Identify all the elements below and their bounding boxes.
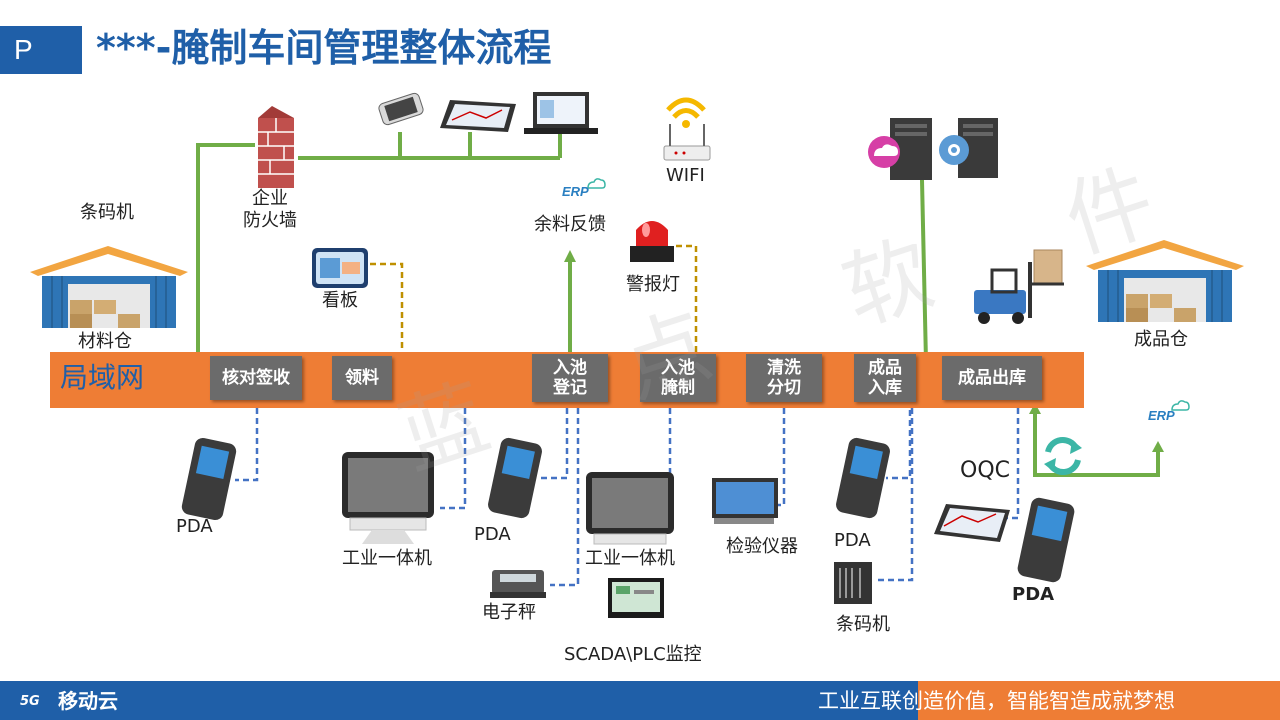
label-barcode-printer-top: 条码机 <box>80 202 134 223</box>
lan-label: 局域网 <box>60 361 145 394</box>
tablet-icon <box>440 100 516 132</box>
label-industrial-pc-1: 工业一体机 <box>342 548 432 569</box>
label-pda-3: PDA <box>834 530 871 551</box>
page-title: ***-腌制车间管理整体流程 <box>96 26 552 70</box>
label-pda-2: PDA <box>474 524 511 545</box>
step-product-storage: 成品 入库 <box>854 354 916 402</box>
erp-logo-bottom: ERP <box>1148 408 1175 423</box>
step-pool-pickle: 入池 腌制 <box>640 354 716 402</box>
blue-connections <box>235 400 1020 587</box>
label-oqc: OQC <box>960 458 1010 483</box>
step-product-shipping: 成品出库 <box>942 356 1042 400</box>
product-warehouse-icon <box>1086 240 1244 322</box>
green-connections <box>196 132 1160 477</box>
label-firewall: 企业 防火墙 <box>243 188 297 231</box>
server-cloud-icon <box>868 118 932 180</box>
label-scale: 电子秤 <box>482 602 536 623</box>
phone-icon <box>378 92 424 126</box>
erp-cloud-icon <box>587 178 1190 411</box>
footer-bar-orange <box>918 681 1280 720</box>
barcode-printer-icon <box>834 562 872 604</box>
label-industrial-pc-2: 工业一体机 <box>585 548 675 569</box>
step-material-pick: 领料 <box>332 356 392 400</box>
step-pool-register: 入池 登记 <box>532 354 608 402</box>
label-inspection: 检验仪器 <box>726 536 798 557</box>
scale-icon <box>490 570 546 598</box>
industrial-pc-icon-1 <box>342 452 434 544</box>
footer-bar-blue <box>0 681 918 720</box>
label-alarm-light: 警报灯 <box>626 274 680 295</box>
oqc-tablet-icon <box>934 504 1010 542</box>
gold-connections <box>370 244 698 352</box>
forklift-icon <box>974 249 1064 324</box>
refresh-icon <box>1044 436 1082 476</box>
inspection-instrument-icon <box>712 478 778 524</box>
alarm-light-icon <box>630 221 674 262</box>
wifi-router-icon <box>663 97 711 161</box>
pda-icon-4 <box>1017 497 1075 583</box>
label-wifi: WIFI <box>666 165 705 186</box>
firewall-icon <box>258 106 294 188</box>
step-check-signoff: 核对签收 <box>210 356 302 400</box>
page-marker: P <box>0 26 82 74</box>
step-wash-cut: 清洗 分切 <box>746 354 822 402</box>
label-scada: SCADA\PLC监控 <box>564 644 702 665</box>
label-pda-4: PDA <box>1012 584 1055 605</box>
material-warehouse-icon <box>30 246 188 328</box>
kanban-board-icon <box>312 248 368 288</box>
footer-logo-badge: 5G <box>20 694 40 709</box>
erp-logo-top: ERP <box>562 184 589 199</box>
pda-icon-3 <box>836 437 890 519</box>
scada-monitor-icon <box>608 578 664 618</box>
label-pda-1: PDA <box>176 516 213 537</box>
footer-slogan: 工业互联创造价值，智能智造成就梦想 <box>818 689 1175 713</box>
label-erp-feedback: 余料反馈 <box>534 214 606 235</box>
server-settings-icon <box>939 118 998 178</box>
label-material-warehouse: 材料仓 <box>78 331 132 352</box>
industrial-pc-icon-2 <box>586 472 674 545</box>
footer-logo-text: 移动云 <box>58 689 118 713</box>
pda-icon-1 <box>181 437 237 521</box>
label-kanban: 看板 <box>322 290 358 311</box>
laptop-icon <box>524 92 598 134</box>
label-barcode-printer-bottom: 条码机 <box>836 614 890 635</box>
label-product-warehouse: 成品仓 <box>1134 329 1188 350</box>
pda-icon-2 <box>488 437 542 519</box>
